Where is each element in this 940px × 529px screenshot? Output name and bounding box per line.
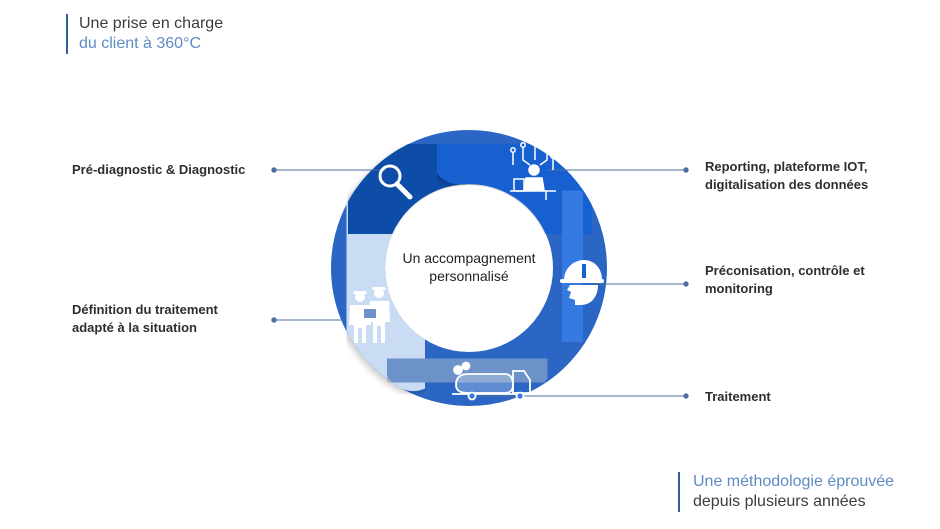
footer-note-line2: depuis plusieurs années bbox=[693, 493, 866, 510]
header-title: Une prise en charge du client à 360°C bbox=[66, 14, 223, 54]
label-traitement: Traitement bbox=[705, 389, 771, 404]
connector-dot-reporting bbox=[683, 167, 689, 173]
label-preconisation: Préconisation, contrôle et monitoring bbox=[705, 263, 865, 296]
magnifier-icon bbox=[378, 164, 413, 200]
connector-dot-definition bbox=[271, 317, 277, 323]
label-pre-diagnostic: Pré-diagnostic & Diagnostic bbox=[72, 162, 246, 177]
connector-dot-traitement bbox=[683, 393, 689, 399]
footer-note: Une méthodologie éprouvée depuis plusieu… bbox=[678, 472, 894, 512]
label-definition: Définition du traitement adapté à la sit… bbox=[72, 302, 218, 335]
footer-note-line1: Une méthodologie éprouvée bbox=[693, 473, 895, 490]
hardhat-head-icon bbox=[560, 260, 604, 305]
connector-dot-preconisation bbox=[683, 281, 689, 287]
center-disc bbox=[386, 185, 552, 351]
header-title-line2: du client à 360°C bbox=[79, 35, 202, 52]
label-reporting: Reporting, plateforme IOT, digitalisatio… bbox=[705, 159, 869, 192]
two-workers-icon bbox=[349, 287, 390, 343]
center-label: Un accompagnement personnalisé bbox=[402, 250, 536, 284]
connector-dot-pre-diagnostic bbox=[271, 167, 277, 173]
network-user-icon bbox=[510, 140, 556, 200]
header-title-line1: Une prise en charge bbox=[79, 15, 224, 32]
tanker-truck-icon bbox=[452, 361, 531, 401]
segment-definition bbox=[383, 335, 552, 406]
